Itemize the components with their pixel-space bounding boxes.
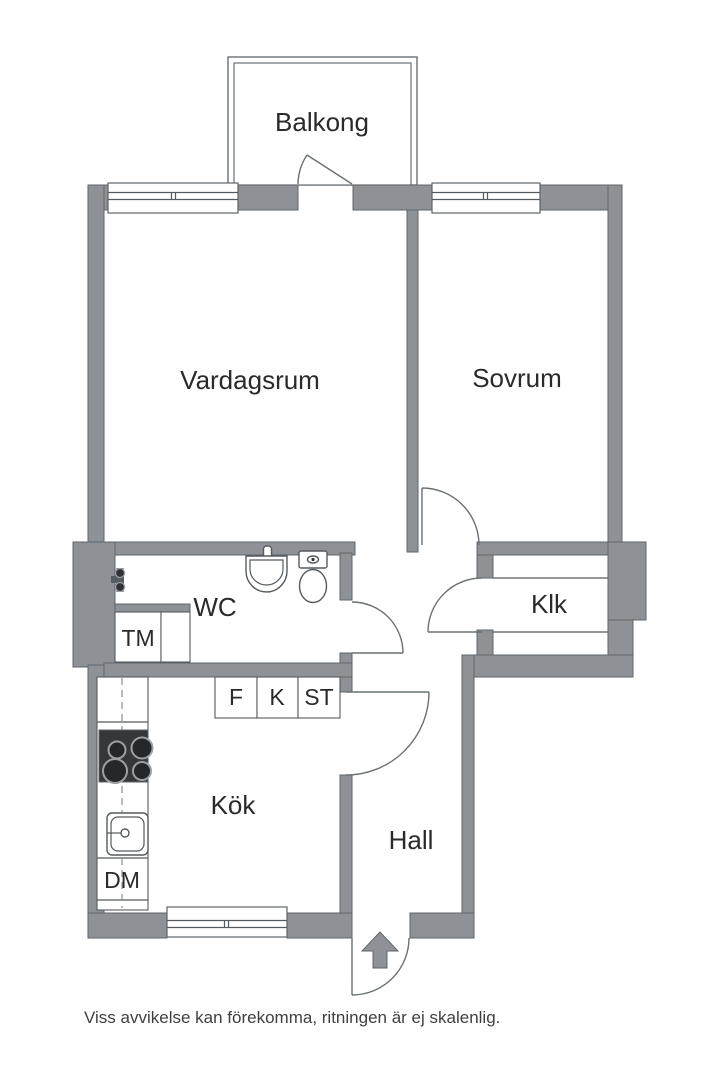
wall-segment bbox=[406, 209, 419, 553]
window bbox=[166, 906, 288, 938]
wall-segment bbox=[607, 541, 647, 621]
label-washing-machine: TM bbox=[121, 625, 154, 651]
window bbox=[107, 182, 239, 214]
room-label-hall: Hall bbox=[389, 825, 434, 855]
wc-door-arc bbox=[351, 601, 404, 654]
closet-door-arc bbox=[427, 577, 483, 633]
room-labels: Balkong Vardagsrum Sovrum WC TM Klk F K … bbox=[104, 107, 568, 893]
disclaimer-text: Viss avvikelse kan förekomma, ritningen … bbox=[84, 1008, 500, 1027]
pantry-cabinets bbox=[214, 676, 341, 719]
wall-segment bbox=[461, 654, 475, 939]
windows bbox=[107, 182, 541, 938]
kitchen-sink-icon bbox=[106, 812, 149, 856]
entrance-door-arc bbox=[351, 937, 410, 996]
room-label-kitchen: Kök bbox=[211, 790, 257, 820]
room-label-closet: Klk bbox=[531, 589, 568, 619]
stove-icon bbox=[98, 729, 154, 784]
kitchen-door-arc bbox=[345, 691, 430, 776]
sink-icon bbox=[245, 545, 288, 593]
kitchen-fixtures bbox=[96, 676, 341, 911]
balcony-door-arc bbox=[297, 154, 353, 185]
closet-shelves bbox=[493, 577, 608, 633]
wall-segment bbox=[409, 912, 475, 939]
wall-segment bbox=[476, 629, 494, 656]
label-pantry: ST bbox=[304, 684, 333, 710]
wall-segment bbox=[339, 676, 353, 693]
doors bbox=[297, 154, 483, 996]
wall-segment bbox=[87, 184, 105, 546]
label-fridge: F bbox=[229, 684, 243, 710]
wall-segment bbox=[72, 541, 116, 668]
bedroom-door-arc bbox=[421, 487, 480, 546]
wall-segment bbox=[286, 912, 353, 939]
wall-segment bbox=[339, 552, 353, 601]
washing-machine-box bbox=[114, 611, 191, 663]
room-label-balcony: Balkong bbox=[275, 107, 369, 137]
wall-segment bbox=[607, 184, 623, 546]
room-label-wc: WC bbox=[193, 592, 236, 622]
label-freezer: K bbox=[269, 684, 285, 710]
walls bbox=[72, 184, 647, 939]
wall-segment bbox=[339, 774, 353, 914]
window bbox=[431, 182, 541, 214]
wall-segment bbox=[352, 184, 433, 211]
label-dishwasher: DM bbox=[104, 867, 140, 893]
wall-segment bbox=[114, 541, 356, 556]
wall-segment bbox=[476, 541, 609, 556]
wall-segment bbox=[607, 619, 634, 658]
wall-segment bbox=[103, 662, 353, 678]
shower-mixer-icon bbox=[111, 567, 126, 593]
wall-segment bbox=[476, 554, 494, 579]
wall-segment bbox=[461, 654, 634, 678]
toilet-icon bbox=[298, 550, 328, 604]
wall-segment bbox=[114, 603, 191, 613]
wall-segment bbox=[87, 912, 168, 939]
room-label-living-room: Vardagsrum bbox=[180, 365, 320, 395]
room-label-bedroom: Sovrum bbox=[472, 363, 562, 393]
wc-fixtures bbox=[111, 545, 328, 663]
entrance-arrow bbox=[360, 931, 400, 969]
wall-segment bbox=[237, 184, 299, 211]
